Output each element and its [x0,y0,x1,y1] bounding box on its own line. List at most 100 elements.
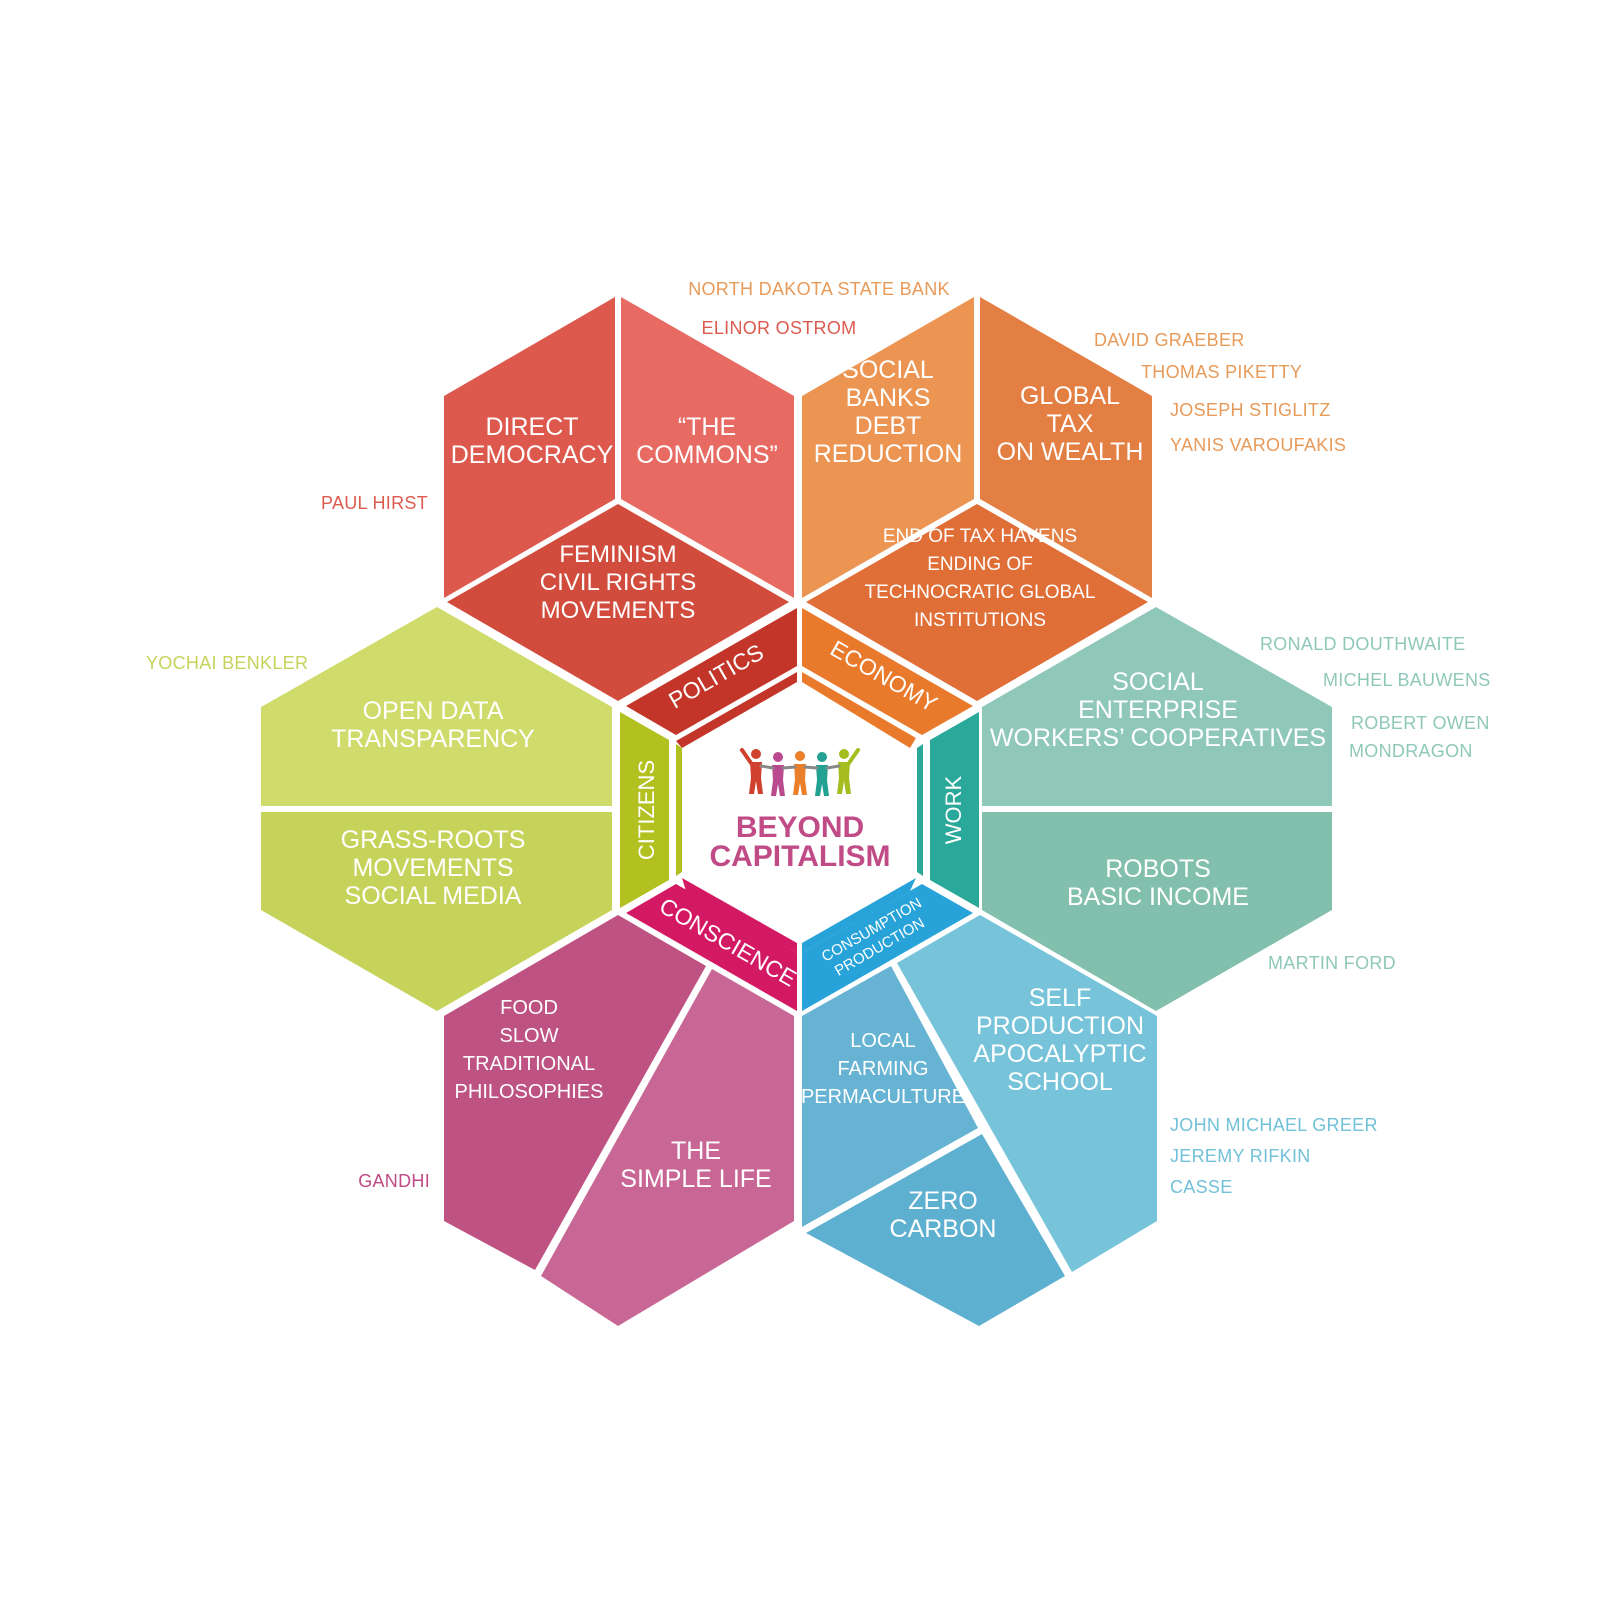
cell-grass-roots-line: MOVEMENTS [352,854,513,882]
economy-hexagon [802,297,1152,701]
conscience-cell-right [541,969,794,1326]
politics-hexagon [444,297,794,701]
person-teal [815,752,829,796]
person-orange [793,751,807,795]
cell-simple-life-line: SIMPLE LIFE [620,1165,771,1193]
name-joseph-stiglitz: JOSEPH STIGLITZ [1170,400,1331,420]
name-elinor-ostrom: ELINOR OSTROM [702,318,857,338]
citizens-hexagon [261,607,612,1011]
economy-cell-left [802,297,974,598]
cell-feminism-line: FEMINISM [559,541,676,568]
economy-band [802,608,973,748]
politics-cell-right [621,297,794,598]
cell-global-tax-line: GLOBAL [1020,382,1120,410]
cell-food-slow-line: PHILOSOPHIES [455,1081,604,1103]
production-cell-left [802,966,978,1227]
cell-self-production-line: SELF [1029,984,1092,1012]
production-cell-right [897,915,1157,1272]
cell-food-slow-line: FOOD [500,997,558,1019]
name-martin-ford: MARTIN FORD [1268,953,1396,973]
production-hexagon [802,915,1157,1326]
cell-food-slow-line: SLOW [500,1025,559,1047]
cell-global-tax-line: TAX [1047,410,1094,438]
cell-robots-line: ROBOTS [1105,855,1211,883]
cell-self-production-line: PRODUCTION [976,1012,1144,1040]
band-label-work: WORK [941,775,966,844]
name-ronald-douthwaite: RONALD DOUTHWAITE [1260,634,1465,654]
cell-social-enterprise-line: ENTERPRISE [1078,696,1238,724]
cell-robots-line: BASIC INCOME [1067,883,1249,911]
name-casse: CASSE [1170,1177,1233,1197]
politics-band [626,608,797,748]
cell-end-of-tax-havens-line: TECHNOCRATIC GLOBAL [865,582,1096,603]
cell-feminism-line: CIVIL RIGHTS [540,569,696,596]
cell-open-data-line: TRANSPARENCY [331,725,535,753]
cell-the-commons-line: COMMONS” [636,441,778,469]
economy-cell-right [980,297,1152,598]
cell-zero-carbon-line: CARBON [890,1215,997,1243]
citizens-cell-bottom [261,812,612,1011]
center-title-line2: CAPITALISM [709,840,890,873]
cell-open-data-line: OPEN DATA [363,697,504,725]
cell-grass-roots-line: GRASS-ROOTS [341,826,526,854]
production-band [802,878,973,1011]
center-title-line1: BEYOND [736,811,864,844]
economy-cell-bottom [806,504,1148,701]
name-yanis-varoufakis: YANIS VAROUFAKIS [1170,435,1346,455]
person-red [740,748,763,794]
cell-feminism-line: MOVEMENTS [541,597,696,624]
cell-simple-life-line: THE [671,1137,721,1165]
work-hexagon [982,607,1332,1011]
politics-cell-bottom [447,504,789,701]
conscience-band [626,878,797,1011]
person-lime [837,748,860,794]
work-cell-top [982,607,1332,806]
person-magenta [771,752,785,796]
cell-social-enterprise-line: WORKERS’ COOPERATIVES [990,724,1326,752]
cell-the-commons-line: “THE [678,413,736,441]
name-mondragon: MONDRAGON [1349,741,1473,761]
cell-zero-carbon-line: ZERO [908,1187,977,1215]
conscience-hexagon [444,915,794,1326]
citizens-cell-top [261,607,612,806]
name-north-dakota-state-bank: NORTH DAKOTA STATE BANK [688,279,950,299]
name-thomas-piketty: THOMAS PIKETTY [1141,362,1302,382]
work-cell-bottom [982,812,1332,1011]
name-paul-hirst: PAUL HIRST [321,493,428,513]
cell-local-farming-line: FARMING [837,1058,928,1080]
politics-cell-left [444,297,615,598]
conscience-cell-left [444,915,706,1270]
cell-social-banks-line: BANKS [846,384,931,412]
cell-direct-democracy-line: DEMOCRACY [451,441,614,469]
cell-grass-roots-line: SOCIAL MEDIA [345,882,522,910]
cell-local-farming-line: PERMACULTURE [801,1086,965,1108]
cell-social-banks-line: DEBT [855,412,922,440]
name-jeremy-rifkin: JEREMY RIFKIN [1170,1146,1311,1166]
cell-end-of-tax-havens-line: END OF TAX HAVENS [883,526,1077,547]
citizens-band [620,712,682,908]
name-robert-owen: ROBERT OWEN [1351,713,1490,733]
name-michel-bauwens: MICHEL BAUWENS [1323,670,1491,690]
cell-end-of-tax-havens-line: ENDING OF [927,554,1033,575]
cell-social-banks-line: REDUCTION [814,440,963,468]
name-john-michael-greer: JOHN MICHAEL GREER [1170,1115,1378,1135]
cell-self-production-line: SCHOOL [1007,1068,1113,1096]
people-holding-hands-icon [740,748,860,796]
production-cell-bottom [806,1134,1065,1326]
band-label-citizens: CITIZENS [634,760,659,860]
cell-end-of-tax-havens-line: INSTITUTIONS [914,610,1046,631]
cell-global-tax-line: ON WEALTH [997,438,1144,466]
cell-direct-democracy-line: DIRECT [485,413,578,441]
